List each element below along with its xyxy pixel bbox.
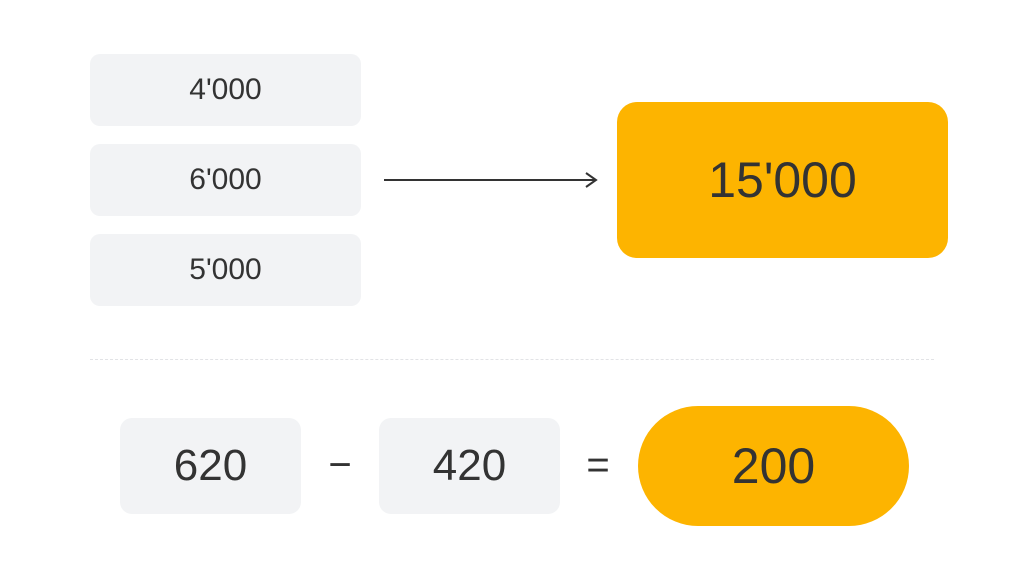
equals-sign: = [586,442,610,487]
minus-sign: − [328,442,352,487]
input-value-2: 6'000 [189,163,262,196]
minuend-box: 620 [120,418,301,514]
equals-operator: = [578,440,618,490]
subtrahend-value: 420 [432,441,507,490]
subtrahend-box: 420 [379,418,560,514]
total-value: 15'000 [708,152,857,208]
result-value: 200 [731,438,816,494]
total-box: 15'000 [617,102,948,258]
input-box-1: 4'000 [90,54,361,126]
section-divider [90,359,934,360]
input-box-2: 6'000 [90,144,361,216]
input-value-1: 4'000 [189,73,262,106]
minus-operator: − [320,440,360,490]
input-value-3: 5'000 [189,253,262,286]
input-box-3: 5'000 [90,234,361,306]
arrow-right-icon [384,172,598,188]
result-pill: 200 [638,406,909,526]
minuend-value: 620 [173,441,248,490]
